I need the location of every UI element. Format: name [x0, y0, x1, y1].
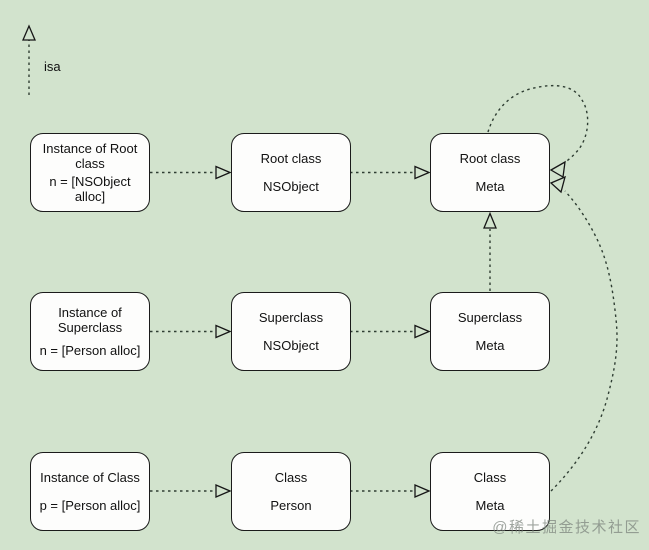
watermark: @稀土掘金技术社区	[492, 519, 641, 536]
node-subtitle: p = [Person alloc]	[39, 498, 141, 514]
node-class-meta: Class Meta	[430, 452, 550, 531]
isa-legend-label: isa	[44, 59, 61, 74]
node-subtitle: Meta	[475, 338, 505, 354]
node-subtitle: n = [NSObject alloc]	[49, 174, 131, 205]
arrowhead-icon	[215, 324, 232, 339]
node-instance-of-class: Instance of Class p = [Person alloc]	[30, 452, 150, 531]
arrowhead-icon	[549, 160, 566, 179]
node-subtitle: NSObject	[263, 179, 319, 195]
node-subtitle: NSObject	[263, 338, 319, 354]
node-title: Superclass	[457, 309, 523, 325]
isa-arrow-root-meta-self-loop	[487, 84, 589, 164]
node-title: Instance of Root class	[42, 140, 138, 171]
node-superclass: Superclass NSObject	[231, 292, 351, 371]
node-superclass-meta: Superclass Meta	[430, 292, 550, 371]
arrowhead-icon	[483, 211, 497, 229]
node-subtitle: Meta	[475, 179, 505, 195]
node-title: Root class	[459, 150, 521, 166]
arrowhead-icon	[414, 165, 431, 180]
arrowhead-icon	[414, 324, 431, 339]
node-class: Class Person	[231, 452, 351, 531]
node-title: Superclass	[258, 309, 324, 325]
node-root-class-meta: Root class Meta	[430, 133, 550, 212]
node-title: Class	[473, 469, 507, 485]
node-instance-of-superclass: Instance of Superclass n = [Person alloc…	[30, 292, 150, 371]
node-subtitle: n = [Person alloc]	[39, 343, 141, 359]
isa-arrow-class-meta-to-root-meta	[550, 190, 618, 492]
arrowhead-icon	[414, 484, 431, 498]
node-title: Instance of Class	[40, 469, 140, 485]
arrowhead-icon	[22, 24, 36, 41]
arrowhead-icon	[215, 484, 232, 498]
node-title: Class	[274, 469, 308, 485]
node-title: Root class	[260, 150, 322, 166]
node-subtitle: Person	[270, 498, 312, 514]
node-instance-of-root-class: Instance of Root class n = [NSObject all…	[30, 133, 150, 212]
arrowhead-icon	[215, 165, 232, 180]
node-title: Instance of Superclass	[57, 304, 123, 335]
arrowhead-icon	[549, 175, 566, 194]
node-subtitle: Meta	[475, 498, 505, 514]
node-root-class: Root class NSObject	[231, 133, 351, 212]
